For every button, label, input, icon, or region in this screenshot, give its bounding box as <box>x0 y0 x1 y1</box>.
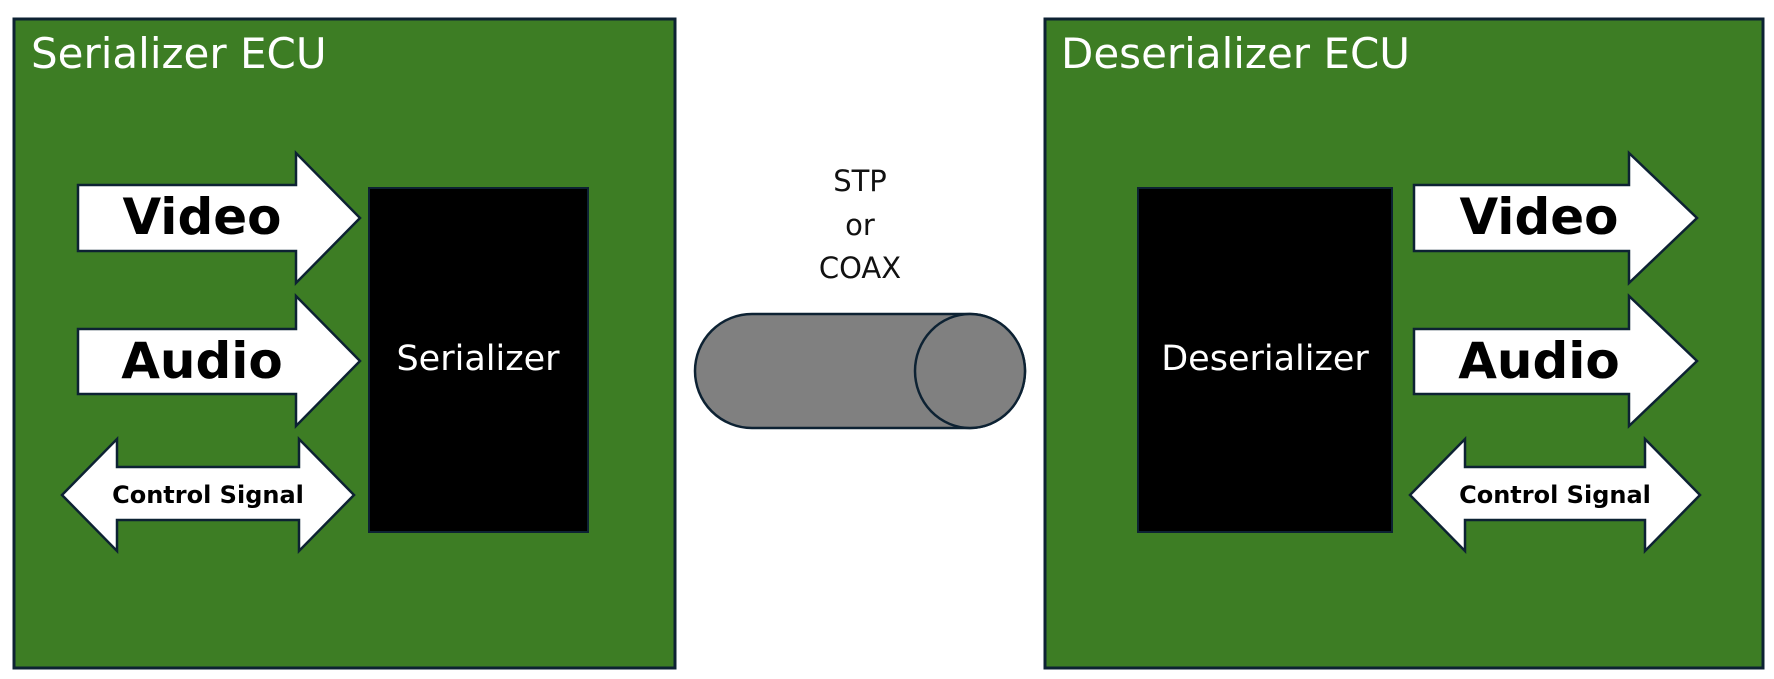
deserializer-ecu-title: Deserializer ECU <box>1061 29 1410 78</box>
cable-label-coax: COAX <box>819 251 901 285</box>
cable: STP or COAX <box>693 164 1027 430</box>
audio-input-label: Audio <box>121 332 283 390</box>
deserializer-chip <box>1137 187 1393 533</box>
control-signal-label: Control Signal <box>112 481 304 509</box>
control-signal-output-bidirectional-arrow <box>1408 435 1702 555</box>
cable-label-or: or <box>845 208 875 242</box>
audio-output-label: Audio <box>1458 332 1620 390</box>
serializer-chip-label: Serializer <box>396 339 560 379</box>
cable-cylinder-end <box>913 312 1027 430</box>
video-output-arrow <box>1412 150 1699 286</box>
control-signal-bidirectional-arrow <box>60 435 356 555</box>
audio-input-arrow <box>76 292 362 430</box>
control-signal-output-label: Control Signal <box>1459 481 1651 509</box>
cable-label-stp: STP <box>833 164 887 198</box>
serializer-ecu: Serializer ECU Serializer Video Audio Co… <box>12 17 677 670</box>
deserializer-chip-label: Deserializer <box>1161 339 1369 379</box>
video-input-arrow <box>76 149 362 287</box>
serializer-ecu-title: Serializer ECU <box>31 29 327 78</box>
audio-output-arrow <box>1412 293 1699 429</box>
deserializer-ecu: Deserializer ECU Deserializer Video Audi… <box>1043 17 1765 670</box>
serializer-chip <box>368 187 589 533</box>
video-input-label: Video <box>122 188 281 246</box>
video-output-label: Video <box>1459 188 1618 246</box>
